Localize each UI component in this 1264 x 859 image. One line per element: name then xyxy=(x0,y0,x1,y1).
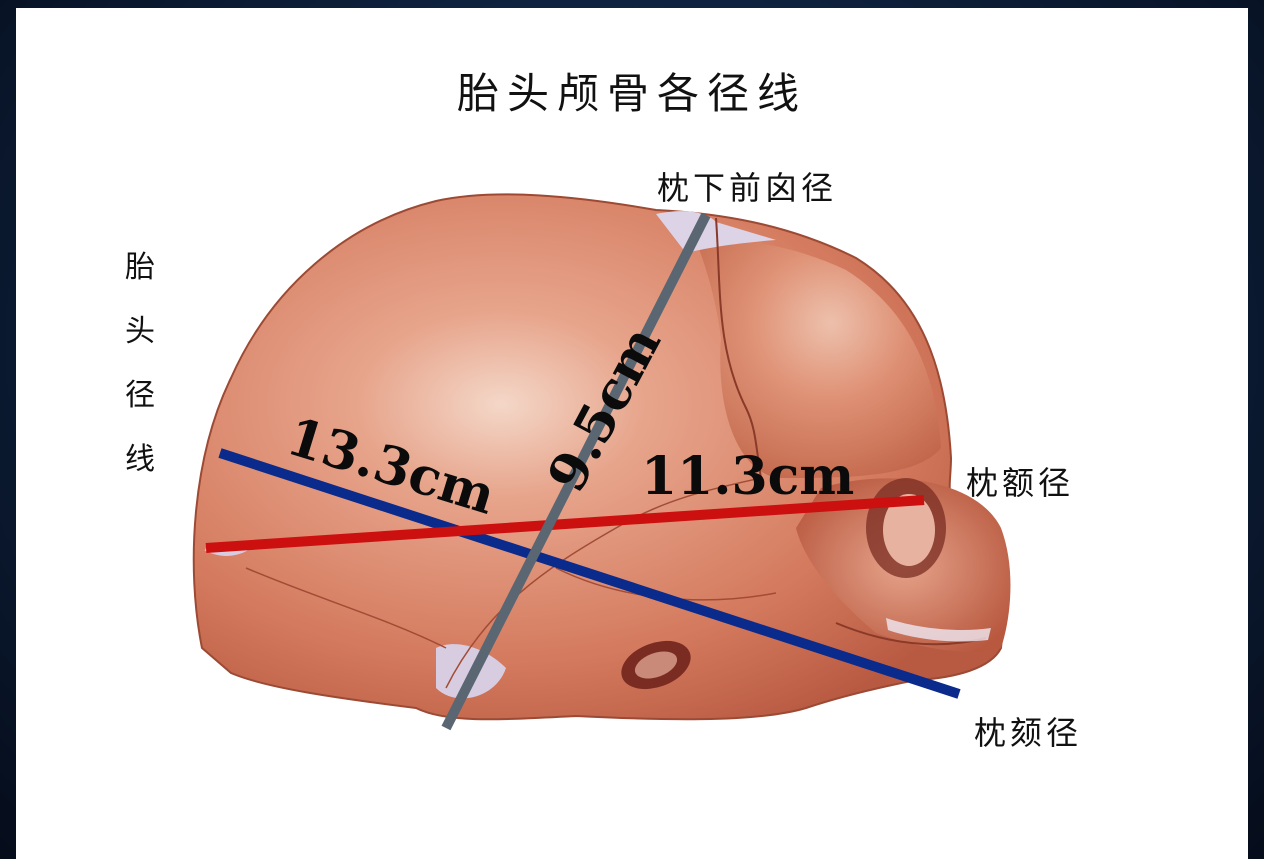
label-occipitomental: 枕颏径 xyxy=(974,708,1082,754)
slide: 胎头颅骨各径线 胎 头 径 线 xyxy=(16,8,1248,859)
label-suboccipitobregmatic: 枕下前囟径 xyxy=(657,163,837,209)
label-occipitofrontal: 枕额径 xyxy=(966,458,1074,504)
measurement-occipitofrontal: 11.3cm xyxy=(641,446,854,507)
